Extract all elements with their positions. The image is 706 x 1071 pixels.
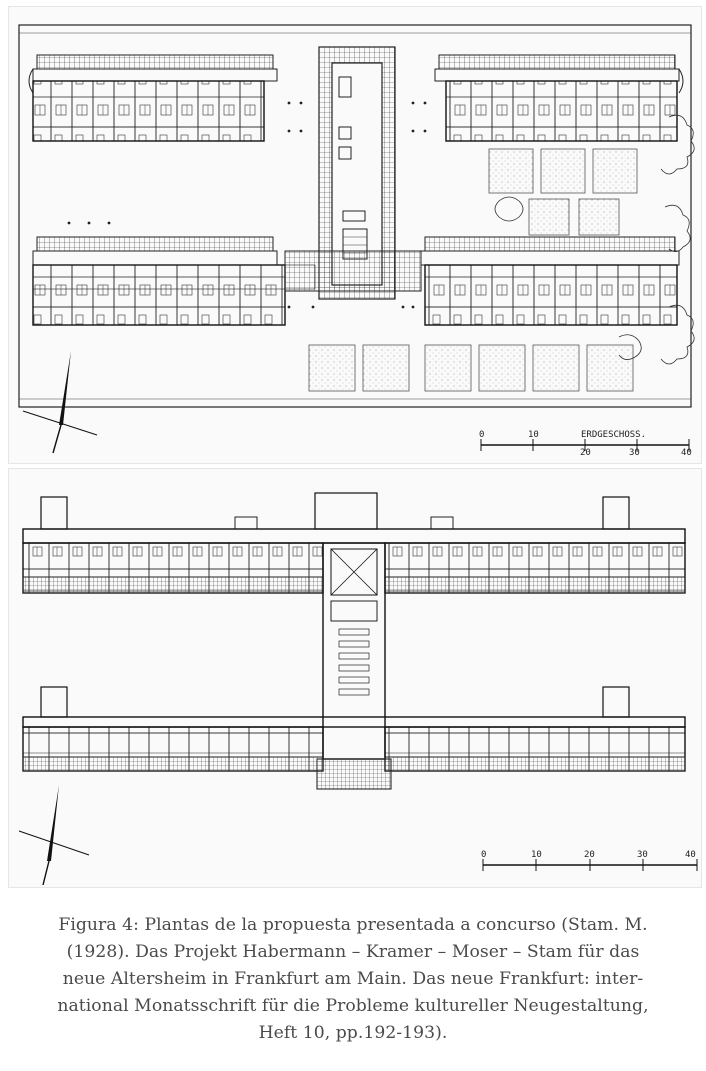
upper-floor-drawing: 0 10 20 30 40 — [18, 492, 698, 886]
scale-tick-30: 30 — [637, 850, 648, 860]
central-stair-block — [316, 542, 392, 790]
scale-tick-10: 10 — [528, 430, 539, 440]
upper-floor-plan: 0 10 20 30 40 — [8, 468, 702, 888]
scale-tick-30: 30 — [629, 448, 640, 458]
ground-floor-plan: 0 10 20 30 40 ERDGESCHOSS. — [8, 6, 702, 464]
scale-tick-20: 20 — [584, 850, 595, 860]
scale-tick-0: 0 — [479, 430, 484, 440]
site-boundary — [18, 24, 692, 408]
plan-label-erdgeschoss: ERDGESCHOSS. — [581, 430, 646, 440]
figure-caption: Figura 4: Plantas de la propuesta presen… — [20, 912, 686, 1047]
north-arrow-icon — [18, 785, 90, 886]
scale-tick-40: 40 — [681, 448, 692, 458]
ground-floor-drawing: 0 10 20 30 40 ERDGESCHOSS. — [18, 24, 695, 458]
wing-bottom-left — [32, 236, 316, 326]
upper-wing-south — [22, 686, 686, 772]
scale-tick-40: 40 — [685, 850, 696, 860]
floor-plans-figure: 0 10 20 30 40 ERDGESCHOSS. — [8, 6, 702, 888]
wing-bottom-right — [420, 236, 680, 326]
caption-line: national Monatsschrift für die Probleme … — [57, 996, 649, 1016]
caption-line: (1928). Das Projekt Habermann – Kramer –… — [66, 942, 640, 962]
caption-line: Figura 4: Plantas de la propuesta presen… — [58, 915, 648, 935]
wing-top-left — [28, 54, 278, 142]
tree-line — [494, 114, 695, 365]
scale-tick-10: 10 — [531, 850, 542, 860]
scale-bar: 0 10 20 30 40 — [481, 850, 698, 871]
north-arrow-icon — [22, 351, 98, 454]
connecting-terrace — [284, 250, 422, 292]
column-markers — [67, 101, 427, 309]
scale-tick-0: 0 — [481, 850, 486, 860]
garden-plots — [308, 148, 638, 392]
scale-bar: 0 10 20 30 40 ERDGESCHOSS. — [479, 430, 692, 458]
scale-tick-20: 20 — [580, 448, 591, 458]
wing-top-right — [434, 54, 684, 142]
caption-line: neue Altersheim in Frankfurt am Main. Da… — [62, 969, 644, 989]
upper-wing-north — [22, 492, 686, 594]
caption-line: Heft 10, pp.192-193). — [258, 1023, 448, 1043]
